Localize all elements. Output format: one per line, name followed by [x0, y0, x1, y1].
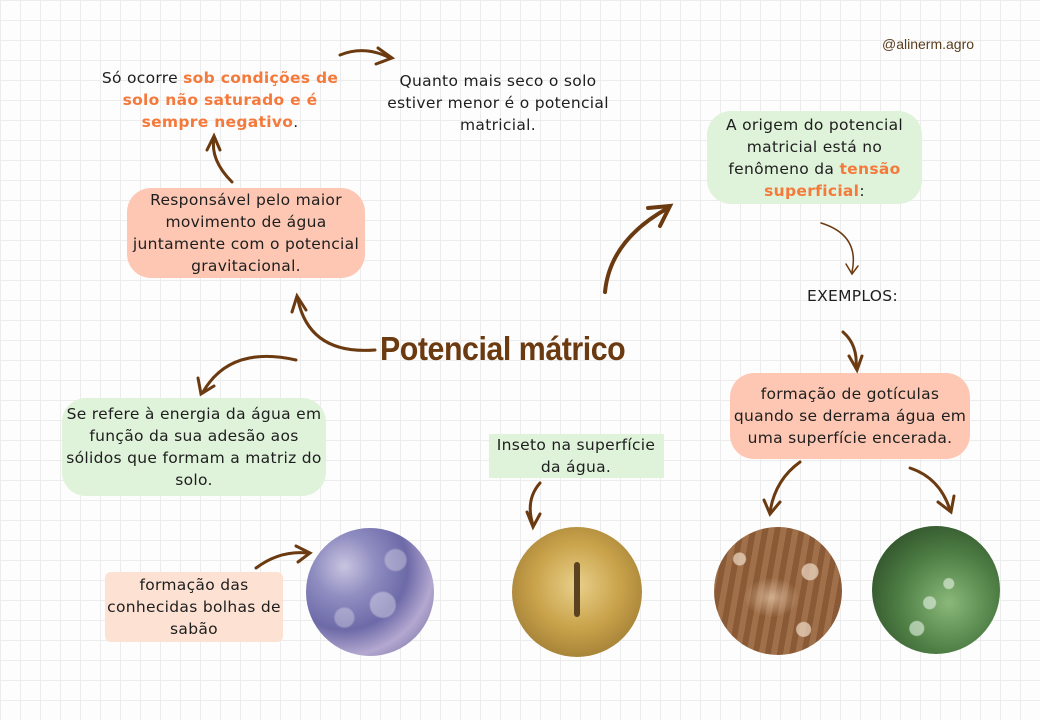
- photo-water-drops-on-leaf: [872, 526, 1000, 654]
- node-responsavel: Responsável pelo maior movimento de água…: [127, 188, 365, 278]
- arrow-icon: [196, 354, 298, 397]
- highlight: sob condições de solo não saturado e é s…: [122, 69, 339, 131]
- arrow-icon: [525, 481, 542, 531]
- arrow-icon: [603, 203, 674, 294]
- photo-soap-bubbles: [306, 528, 434, 656]
- text: Inseto na superfície da água.: [488, 434, 664, 478]
- arrow-icon: [338, 46, 396, 66]
- arrow-icon: [841, 330, 864, 374]
- arrow-icon: [908, 466, 956, 515]
- node-bolhas: formação das conhecidas bolhas de sabão: [105, 572, 283, 642]
- node-inseto: Inseto na superfície da água.: [486, 432, 666, 480]
- arrow-icon: [820, 222, 859, 276]
- node-origem: A origem do potencial matricial está no …: [707, 111, 922, 204]
- highlight: tensão superficial: [764, 159, 901, 200]
- arrow-icon: [762, 460, 802, 517]
- node-nao-saturado: Só ocorre sob condições de solo não satu…: [90, 67, 350, 133]
- node-exemplos: EXEMPLOS:: [807, 287, 898, 305]
- central-title: Potencial mátrico: [380, 330, 626, 367]
- text: A origem do potencial matricial está no …: [725, 115, 904, 178]
- node-refere: Se refere à energia da água em função da…: [62, 398, 326, 496]
- text: :: [859, 181, 865, 200]
- author-handle: @alinerm.agro: [882, 36, 975, 52]
- arrow-icon: [290, 292, 377, 352]
- node-seco: Quanto mais seco o solo estiver menor é …: [387, 72, 609, 134]
- text: .: [293, 113, 299, 131]
- photo-insect-on-water: [512, 527, 642, 657]
- arrow-icon: [254, 544, 313, 570]
- photo-water-drops-on-wood: [714, 527, 842, 655]
- text: Só ocorre: [101, 69, 184, 87]
- arrow-icon: [205, 132, 234, 184]
- node-goticulas: formação de gotículas quando se derrama …: [730, 373, 970, 459]
